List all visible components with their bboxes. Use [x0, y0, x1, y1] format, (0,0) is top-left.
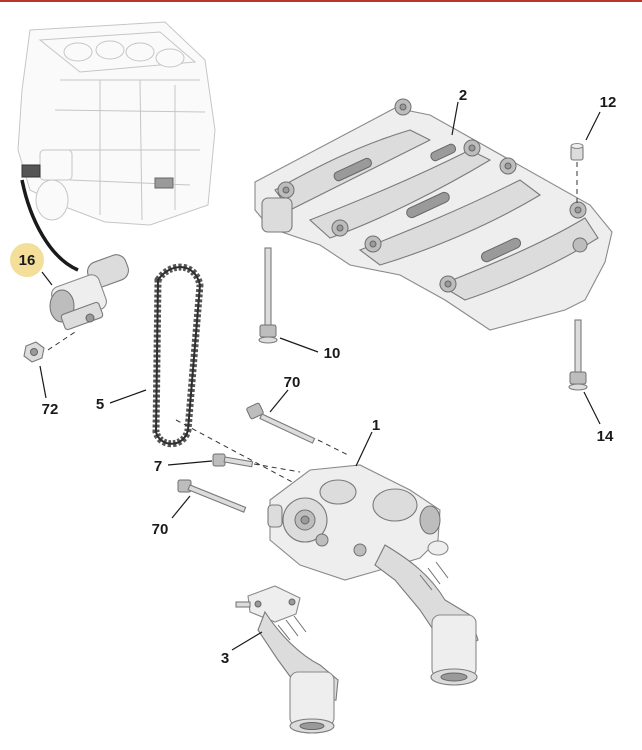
- callout-16-highlight: [10, 243, 44, 277]
- leader-1: [355, 431, 373, 467]
- chain-axis-line: [175, 419, 297, 485]
- leader-5: [109, 389, 147, 404]
- leader-70-upper: [269, 389, 289, 413]
- oil-pickup-tube-part: [235, 585, 339, 734]
- engine-block-illustration: [17, 21, 216, 226]
- top-border-rule: [0, 0, 642, 2]
- solenoid-valve-part: [49, 254, 129, 331]
- bolt-part-10: [258, 247, 278, 344]
- long-bolt-lower: [177, 479, 247, 513]
- bolt-part-14: [568, 319, 588, 391]
- short-bolt-axis: [253, 463, 301, 473]
- callout-12: 12: [600, 94, 617, 111]
- upper-bolt-axis: [317, 439, 351, 457]
- oil-baffle-tray-part: [254, 98, 613, 331]
- short-bolt: [212, 453, 254, 468]
- solenoid-axis-line: [47, 329, 79, 351]
- spacer-part: [570, 142, 584, 161]
- callout-10: 10: [324, 345, 341, 362]
- leader-7: [167, 460, 213, 466]
- leader-16: [41, 271, 53, 286]
- callout-72: 72: [42, 401, 59, 418]
- oil-pump-part: [267, 464, 479, 686]
- leader-70-lower: [171, 495, 191, 519]
- callout-16: 16: [19, 252, 36, 269]
- leader-14: [583, 391, 601, 425]
- leader-3: [231, 631, 263, 651]
- callout-70-upper: 70: [284, 374, 301, 391]
- timing-chain-part: [152, 263, 204, 448]
- callout-5: 5: [96, 396, 104, 413]
- callout-70-lower: 70: [152, 521, 169, 538]
- long-bolt-upper: [246, 402, 316, 444]
- callout-14: 14: [597, 428, 614, 445]
- callout-3: 3: [221, 650, 229, 667]
- callout-2: 2: [459, 87, 467, 104]
- leader-12: [585, 111, 601, 141]
- leader-10: [279, 337, 319, 353]
- leader-2: [451, 101, 459, 136]
- callout-7: 7: [154, 458, 162, 475]
- solenoid-location-leader: [20, 179, 79, 272]
- callout-1: 1: [372, 417, 380, 434]
- solenoid-mount-connector: [21, 164, 41, 178]
- leader-72: [39, 365, 47, 399]
- nut-part: [23, 341, 45, 363]
